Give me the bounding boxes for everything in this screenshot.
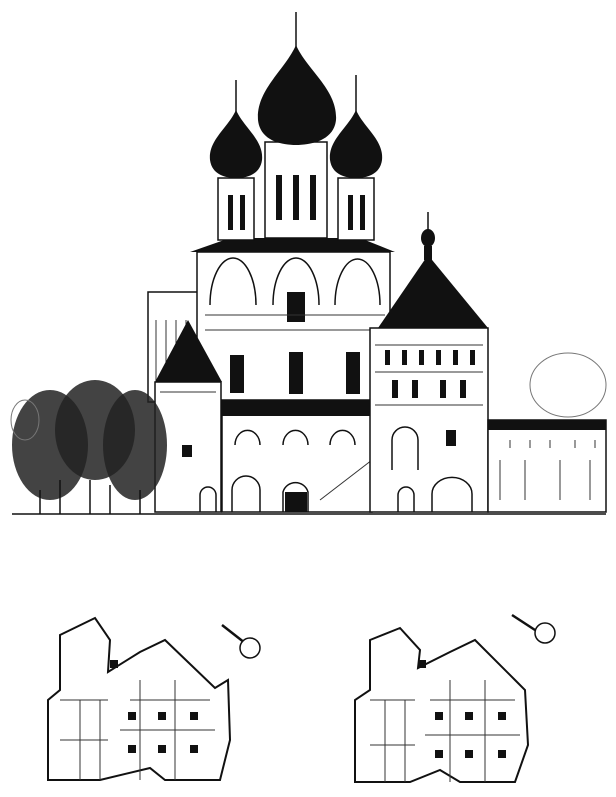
church-elevation	[10, 12, 607, 515]
floor-plan-left	[47, 616, 261, 781]
right-onion-dome	[329, 75, 383, 178]
right-tree	[529, 352, 607, 418]
monastery-wall	[487, 419, 607, 513]
trees	[10, 352, 607, 514]
left-onion-dome	[209, 80, 263, 178]
right-drum	[337, 177, 375, 241]
central-onion-dome	[257, 12, 337, 145]
right-tower	[369, 212, 489, 513]
left-plan-small-chapel	[239, 637, 261, 659]
floor-plan-right	[354, 613, 556, 783]
left-drum	[217, 177, 255, 241]
right-plan-small-chapel	[534, 622, 556, 644]
roof	[190, 238, 395, 252]
